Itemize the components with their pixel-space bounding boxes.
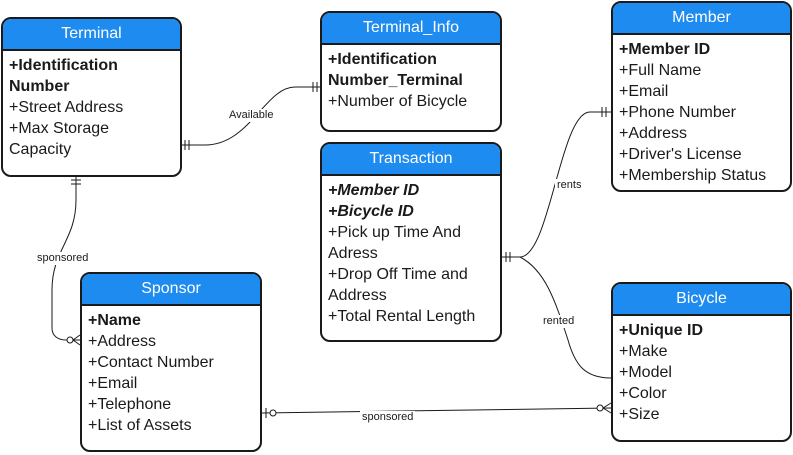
attribute: +Phone Number — [619, 104, 736, 121]
attribute: +Email — [619, 83, 669, 100]
attribute: +Telephone — [88, 396, 172, 413]
attribute: +Number of Bicycle — [328, 93, 468, 110]
attribute: +Contact Number — [88, 354, 214, 371]
attribute: +Address — [88, 333, 157, 350]
label-rented: rented — [541, 315, 577, 328]
label-sponsored-terminal: sponsored — [35, 252, 91, 265]
entity-title: Sponsor — [82, 274, 260, 306]
attribute-primary-key: +Identification Number_Terminal — [328, 51, 463, 89]
attribute: +Make — [619, 343, 668, 360]
edge-rented — [519, 256, 612, 379]
entity-terminal-info[interactable]: Terminal_Info +Identification Number_Ter… — [320, 11, 502, 132]
label-sponsored-bicycle: sponsored — [360, 411, 416, 424]
attribute: +Drop Off Time and Address — [328, 266, 468, 304]
attribute-foreign-key: +Member ID — [328, 182, 420, 199]
attribute-primary-key: +Identification Number — [9, 57, 118, 95]
attribute: +Email — [88, 375, 138, 392]
attribute: +Street Address — [9, 99, 124, 116]
entity-transaction[interactable]: Transaction +Member ID +Bicycle ID +Pick… — [320, 142, 502, 342]
attribute: +List of Assets — [88, 417, 192, 434]
attribute: +Size — [619, 406, 660, 423]
attribute: +Max Storage Capacity — [9, 120, 110, 158]
entity-title: Terminal_Info — [322, 13, 500, 45]
entity-title: Terminal — [3, 19, 180, 51]
entity-bicycle[interactable]: Bicycle +Unique ID +Make +Model +Color +… — [611, 282, 792, 442]
attribute: +Pick up Time And Adress — [328, 224, 461, 262]
entity-title: Member — [613, 3, 790, 35]
attribute: +Driver's License — [619, 146, 742, 163]
label-rents: rents — [555, 179, 584, 192]
entity-sponsor[interactable]: Sponsor +Name +Address +Contact Number +… — [80, 272, 262, 452]
attribute: +Address — [619, 125, 688, 142]
entity-member[interactable]: Member +Member ID +Full Name +Email +Pho… — [611, 1, 792, 192]
attribute-primary-key: +Unique ID — [619, 322, 704, 339]
edge-sponsored-bicycle — [261, 407, 612, 414]
entity-title: Transaction — [322, 144, 500, 176]
label-available: Available — [227, 109, 276, 122]
attribute-primary-key: +Member ID — [619, 41, 711, 58]
entity-terminal[interactable]: Terminal +Identification Number +Street … — [1, 17, 182, 177]
entity-title: Bicycle — [613, 284, 790, 316]
attribute: +Model — [619, 364, 672, 381]
attribute-foreign-key: +Bicycle ID — [328, 203, 414, 220]
attribute: +Total Rental Length — [328, 308, 476, 325]
attribute: +Membership Status — [619, 167, 767, 184]
edge-sponsored-terminal — [51, 176, 80, 341]
attribute: +Full Name — [619, 62, 702, 79]
attribute: +Color — [619, 385, 667, 402]
attribute-primary-key: +Name — [88, 312, 141, 329]
